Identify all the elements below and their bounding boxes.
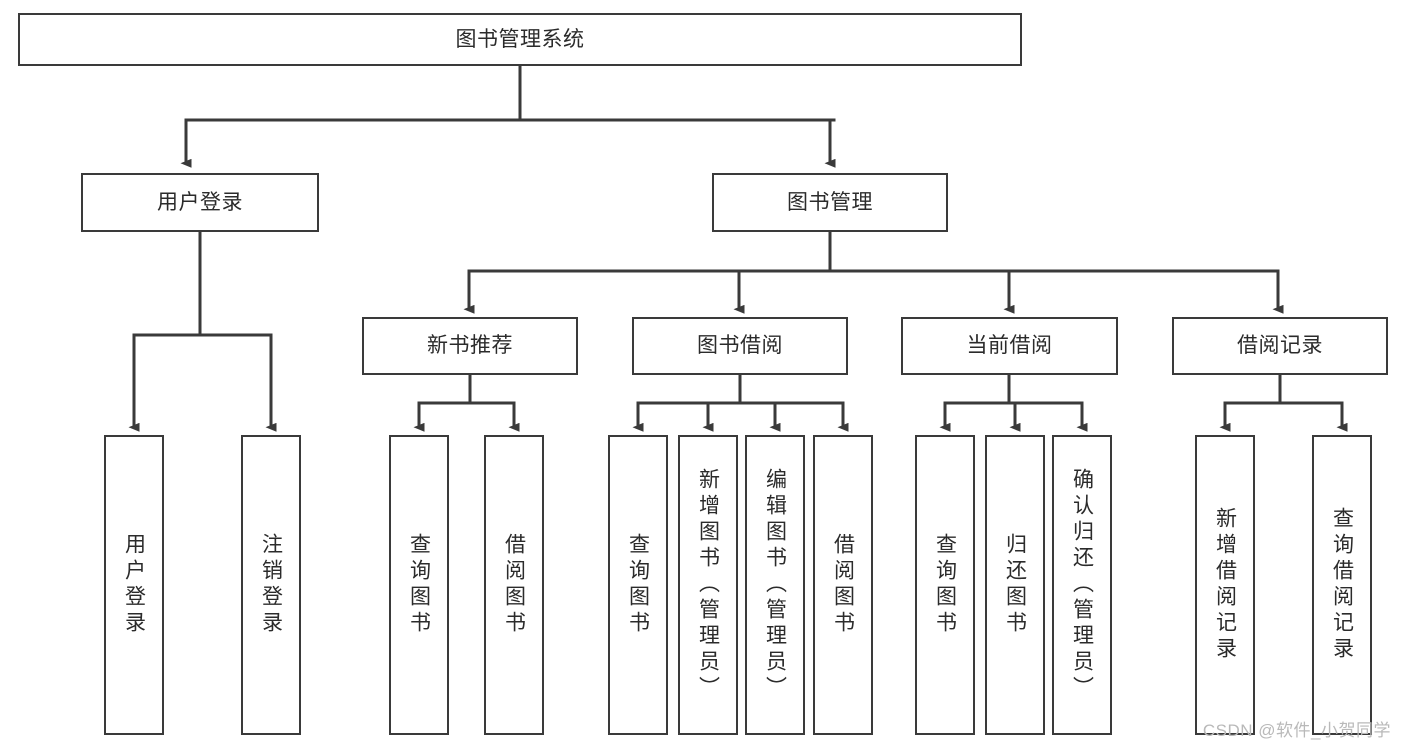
node-book-borrow-label: 图书借阅 <box>697 334 783 358</box>
node-leaf-edit-book[interactable]: 编辑图书（管理员） <box>745 435 805 735</box>
node-leaf-user-login-label: 用户登录 <box>122 533 146 637</box>
node-user-login[interactable]: 用户登录 <box>81 173 319 232</box>
node-user-login-label: 用户登录 <box>157 190 243 214</box>
node-leaf-user-login[interactable]: 用户登录 <box>104 435 164 735</box>
node-leaf-add-record[interactable]: 新增借阅记录 <box>1195 435 1255 735</box>
node-borrow-record-label: 借阅记录 <box>1237 334 1323 358</box>
node-leaf-return-book[interactable]: 归还图书 <box>985 435 1045 735</box>
node-leaf-query-book-2-label: 查询图书 <box>626 533 650 637</box>
node-leaf-borrow-book-2[interactable]: 借阅图书 <box>813 435 873 735</box>
node-leaf-edit-book-label: 编辑图书（管理员） <box>763 468 787 702</box>
node-leaf-borrow-book-1-label: 借阅图书 <box>502 533 526 637</box>
node-leaf-add-book-label: 新增图书（管理员） <box>696 468 720 702</box>
node-root[interactable]: 图书管理系统 <box>18 13 1022 66</box>
node-book-manage-label: 图书管理 <box>787 190 873 214</box>
node-current-borrow[interactable]: 当前借阅 <box>901 317 1118 375</box>
node-leaf-query-book-3[interactable]: 查询图书 <box>915 435 975 735</box>
node-leaf-query-book-2[interactable]: 查询图书 <box>608 435 668 735</box>
node-leaf-query-book-1[interactable]: 查询图书 <box>389 435 449 735</box>
node-leaf-add-book[interactable]: 新增图书（管理员） <box>678 435 738 735</box>
node-borrow-record[interactable]: 借阅记录 <box>1172 317 1388 375</box>
node-leaf-return-book-label: 归还图书 <box>1003 533 1027 637</box>
node-book-borrow[interactable]: 图书借阅 <box>632 317 848 375</box>
node-leaf-query-book-3-label: 查询图书 <box>933 533 957 637</box>
node-leaf-user-logout-label: 注销登录 <box>259 533 283 637</box>
node-new-book-recommend[interactable]: 新书推荐 <box>362 317 578 375</box>
node-leaf-add-record-label: 新增借阅记录 <box>1213 507 1237 663</box>
node-new-book-recommend-label: 新书推荐 <box>427 334 513 358</box>
node-leaf-query-record-label: 查询借阅记录 <box>1330 507 1354 663</box>
node-leaf-query-book-1-label: 查询图书 <box>407 533 431 637</box>
node-book-manage[interactable]: 图书管理 <box>712 173 948 232</box>
node-leaf-borrow-book-2-label: 借阅图书 <box>831 533 855 637</box>
node-leaf-query-record[interactable]: 查询借阅记录 <box>1312 435 1372 735</box>
node-leaf-confirm-return[interactable]: 确认归还（管理员） <box>1052 435 1112 735</box>
node-leaf-user-logout[interactable]: 注销登录 <box>241 435 301 735</box>
node-root-label: 图书管理系统 <box>455 27 585 51</box>
node-leaf-borrow-book-1[interactable]: 借阅图书 <box>484 435 544 735</box>
node-leaf-confirm-return-label: 确认归还（管理员） <box>1070 468 1094 702</box>
node-current-borrow-label: 当前借阅 <box>966 334 1053 358</box>
